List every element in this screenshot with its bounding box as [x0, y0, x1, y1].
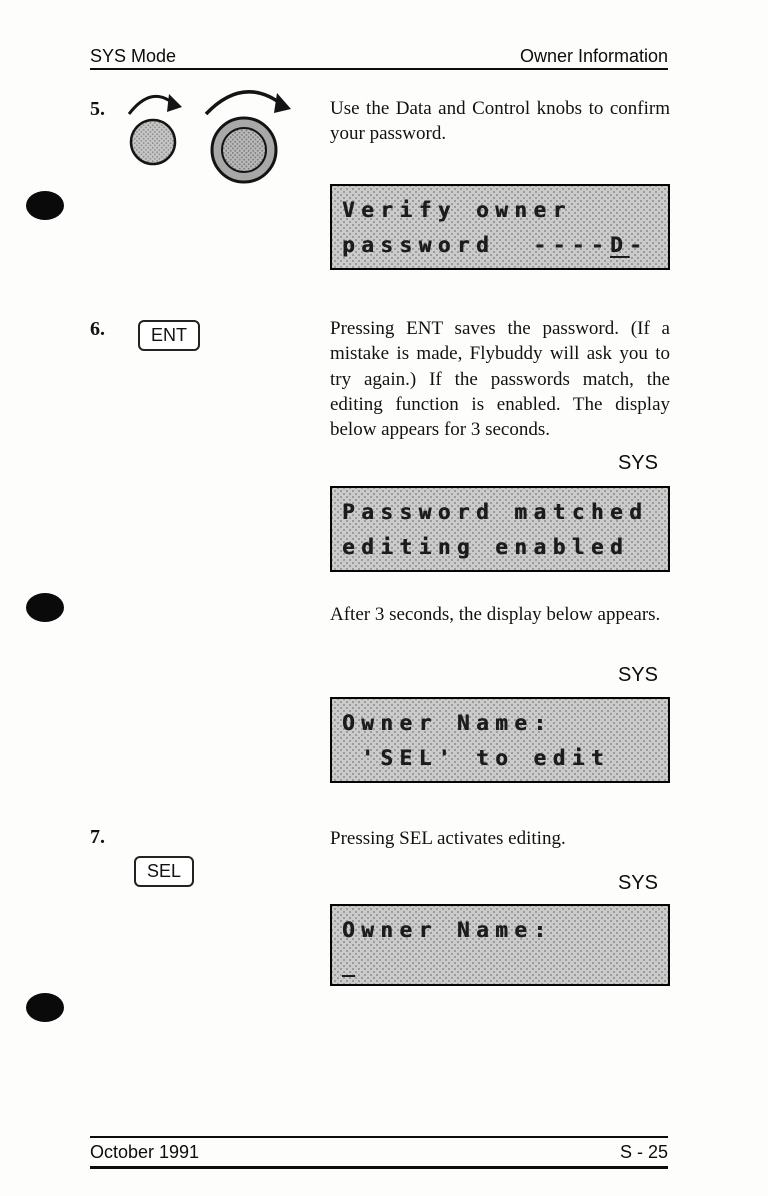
- sys-mode-label: SYS: [617, 664, 658, 686]
- lcd-line2-pre: password ----: [342, 233, 611, 257]
- footer-date: October 1991: [90, 1142, 200, 1162]
- sys-mode-label: SYS: [617, 872, 658, 894]
- lcd-cursor-char: D: [610, 233, 630, 257]
- ent-key: ENT: [138, 320, 200, 351]
- lcd-display-password-matched: Password matched editing enabled: [330, 486, 670, 572]
- header-rule: [90, 68, 668, 70]
- after-seconds-note: After 3 seconds, the display below appea…: [330, 604, 661, 625]
- control-knob-icon: [204, 90, 291, 184]
- header-topic-title: Owner Information: [519, 46, 668, 66]
- header-section-title: SYS Mode: [90, 46, 177, 66]
- sys-mode-label: SYS: [617, 452, 658, 474]
- lcd-line-1: Password matched: [342, 500, 649, 524]
- lcd-line2-post: -: [629, 233, 649, 257]
- lcd-line-2: password ----D-: [342, 228, 660, 263]
- footer-rule-top: [90, 1136, 668, 1138]
- lcd-line-2: 'SEL' to edit: [342, 746, 611, 770]
- binder-hole: [26, 593, 64, 622]
- lcd-display-verify-password: Verify owner password ----D-: [330, 184, 670, 270]
- step-7-number: 7.: [90, 826, 105, 848]
- step-6-number: 6.: [90, 318, 105, 340]
- binder-hole: [26, 993, 64, 1022]
- lcd-display-owner-name-edit: Owner Name: _: [330, 904, 670, 986]
- footer-rule-bottom: [90, 1166, 668, 1169]
- sel-key: SEL: [134, 856, 195, 887]
- data-knob-icon: [127, 94, 182, 166]
- lcd-line-1: Owner Name:: [342, 918, 553, 942]
- lcd-line-2: _: [342, 953, 362, 977]
- lcd-display-owner-name-prompt: Owner Name: 'SEL' to edit: [330, 697, 670, 783]
- step-5-number: 5.: [90, 98, 105, 120]
- footer-page-number: S - 25: [619, 1142, 668, 1162]
- step-7-instruction: Pressing SEL activates editing.: [330, 828, 566, 849]
- lcd-line-2: editing enabled: [342, 535, 630, 559]
- binder-hole: [26, 191, 64, 220]
- step-6-instruction: Pressing ENT saves the password. (If a m…: [330, 318, 670, 441]
- lcd-line-1: Owner Name:: [342, 711, 553, 735]
- step-5-instruction: Use the Data and Control knobs to confir…: [330, 98, 670, 145]
- lcd-line-1: Verify owner: [342, 198, 572, 222]
